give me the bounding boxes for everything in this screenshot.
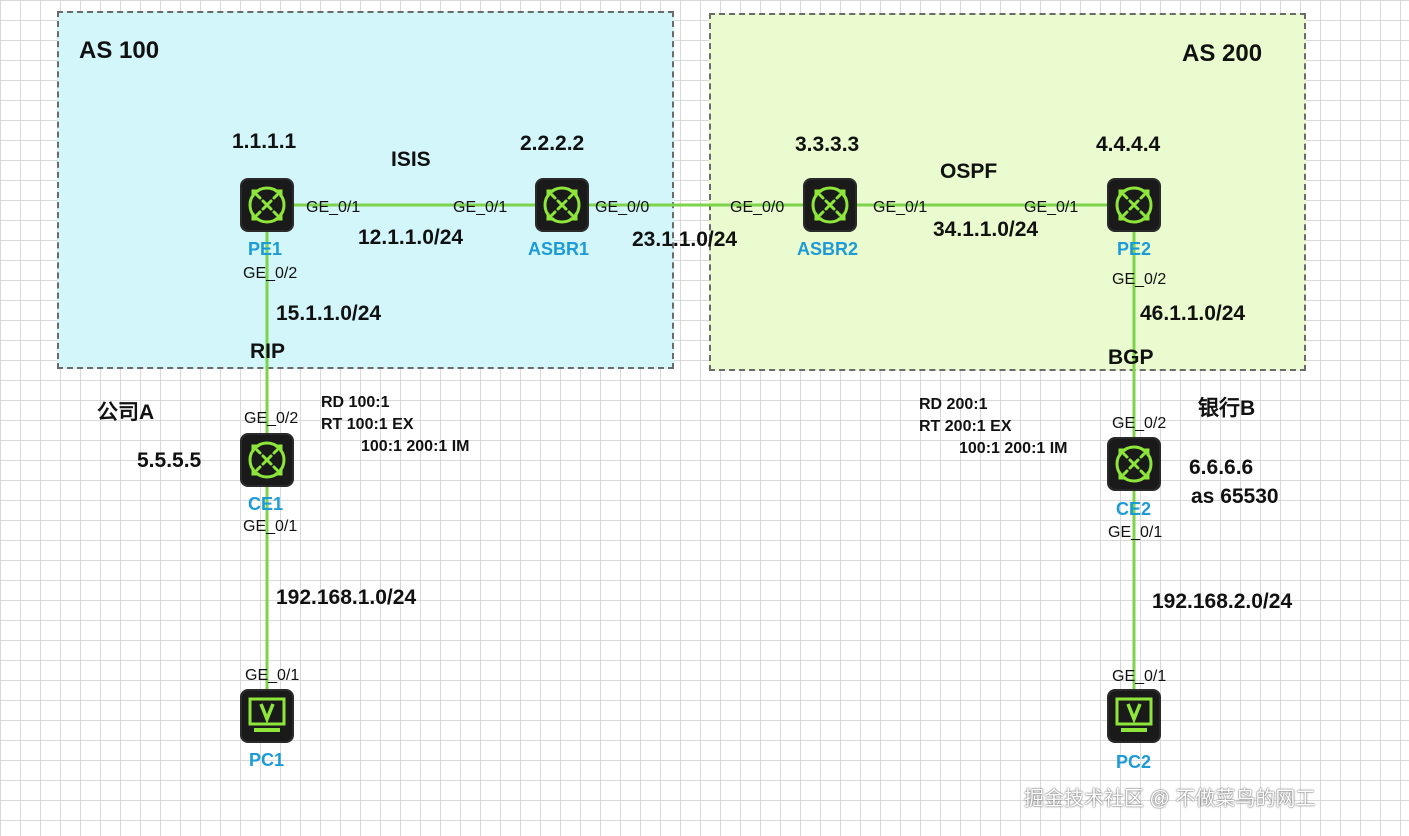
asbr2-name: ASBR2: [797, 239, 859, 259]
pe2-rt-export-label: RT 200:1 EX: [919, 418, 1012, 435]
pc-icon[interactable]: [1105, 687, 1163, 745]
pe2-rd-label: RD 200:1: [919, 396, 988, 413]
pe1-ge02-label: GE_0/2: [243, 265, 298, 282]
network-46-label: 46.1.1.0/24: [1140, 302, 1246, 325]
ospf-label: OSPF: [940, 160, 998, 183]
asbr1-ge00-label: GE_0/0: [595, 199, 650, 216]
asbr1-router-id: 2.2.2.2: [520, 132, 585, 155]
pe1-rt-import-label: 100:1 200:1 IM: [361, 438, 470, 455]
pe2-rt-import-label: 100:1 200:1 IM: [959, 440, 1068, 457]
bgp-label: BGP: [1108, 346, 1154, 369]
pe2-name: PE2: [1117, 239, 1152, 259]
network-12-label: 12.1.1.0/24: [358, 226, 464, 249]
ce1-name: CE1: [248, 494, 284, 514]
pe1-rt-export-label: RT 100:1 EX: [321, 416, 414, 433]
router-icon[interactable]: [238, 431, 296, 489]
ce2-as-number: as 65530: [1191, 485, 1279, 508]
ce1-ge02-label: GE_0/2: [244, 410, 299, 427]
router-icon[interactable]: [1105, 176, 1163, 234]
pe1-router-id: 1.1.1.1: [232, 130, 297, 153]
ce2-ge02-label: GE_0/2: [1112, 415, 1167, 432]
ce2-name: CE2: [1116, 499, 1152, 519]
network-34-label: 34.1.1.0/24: [933, 218, 1039, 241]
site-a-label: 公司A: [97, 401, 155, 424]
router-icon[interactable]: [1105, 435, 1163, 493]
asbr2-ge01-label: GE_0/1: [873, 199, 928, 216]
rip-label: RIP: [250, 340, 286, 363]
pe2-ge01-label: GE_0/1: [1024, 199, 1079, 216]
pc2-name: PC2: [1116, 752, 1152, 772]
as200-label: AS 200: [1182, 40, 1263, 67]
pe1-rd-label: RD 100:1: [321, 394, 390, 411]
site-b-label: 银行B: [1198, 397, 1256, 420]
isis-label: ISIS: [391, 148, 431, 171]
asbr1-name: ASBR1: [528, 239, 590, 259]
network-192-2-label: 192.168.2.0/24: [1152, 590, 1293, 613]
network-15-label: 15.1.1.0/24: [276, 302, 382, 325]
pe1-name: PE1: [248, 239, 283, 259]
router-icon[interactable]: [801, 176, 859, 234]
pc1-name: PC1: [249, 750, 285, 770]
asbr2-ge00-label: GE_0/0: [730, 199, 785, 216]
as100-label: AS 100: [79, 37, 160, 64]
asbr1-ge01-label: GE_0/1: [453, 199, 508, 216]
ce2-ge01-label: GE_0/1: [1108, 524, 1163, 541]
pe2-ge02-label: GE_0/2: [1112, 271, 1167, 288]
network-23-label: 23.1.1.0/24: [632, 228, 738, 251]
pe2-router-id: 4.4.4.4: [1096, 133, 1161, 156]
router-icon[interactable]: [533, 176, 591, 234]
pc-icon[interactable]: [238, 687, 296, 745]
ce2-router-id: 6.6.6.6: [1189, 456, 1254, 479]
asbr2-router-id: 3.3.3.3: [795, 133, 860, 156]
ce1-router-id: 5.5.5.5: [137, 449, 202, 472]
pc2-ge01-label: GE_0/1: [1112, 668, 1167, 685]
pe1-ge01-label: GE_0/1: [306, 199, 361, 216]
watermark: 掘金技术社区 @ 不做菜鸟的网工: [1024, 788, 1316, 810]
network-192-1-label: 192.168.1.0/24: [276, 586, 417, 609]
router-icon[interactable]: [238, 176, 296, 234]
pc1-ge01-label: GE_0/1: [245, 667, 300, 684]
ce1-ge01-label: GE_0/1: [243, 518, 298, 535]
